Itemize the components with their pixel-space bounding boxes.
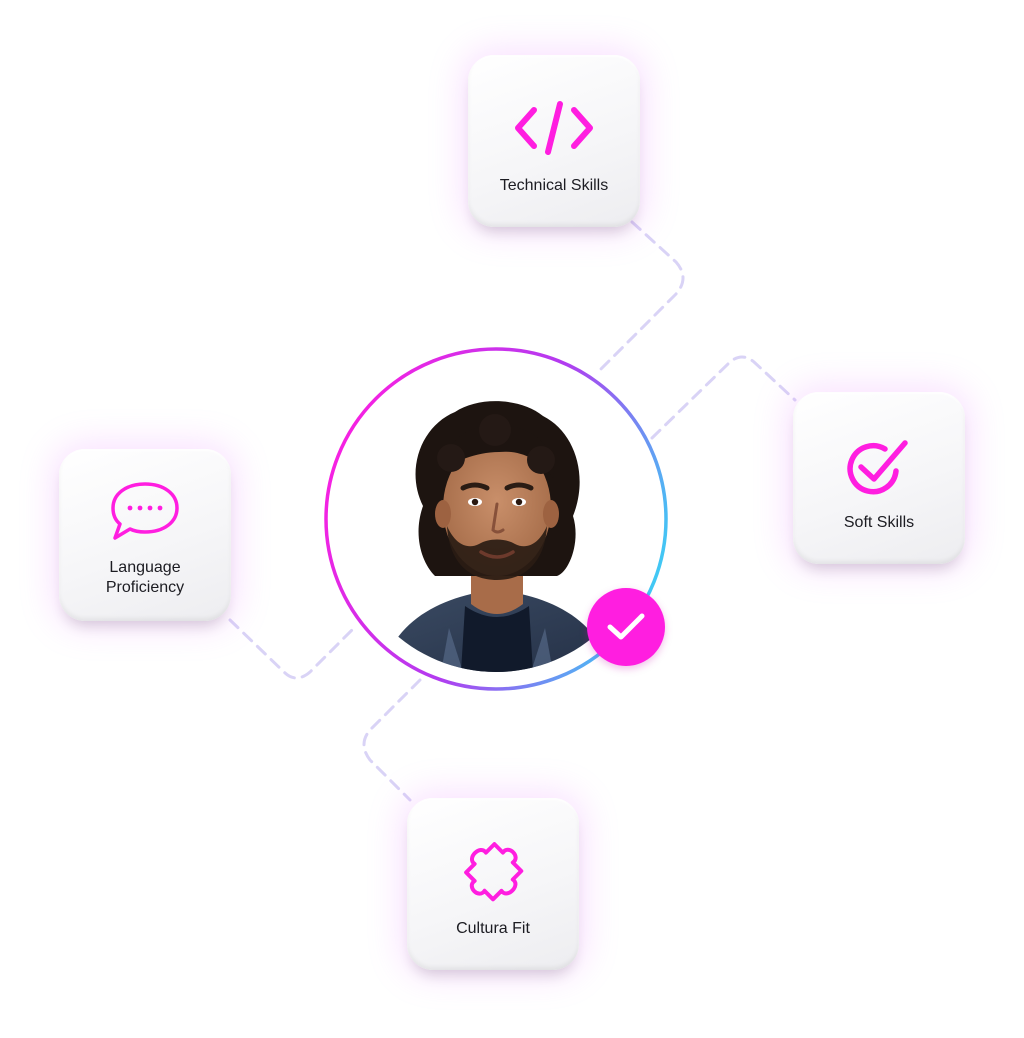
speech-bubble-icon [105, 472, 185, 552]
card-language-proficiency[interactable]: Language Proficiency [59, 449, 231, 621]
candidate-avatar[interactable] [323, 346, 669, 692]
connector-culture [362, 678, 422, 802]
connector-technical [594, 220, 685, 376]
verified-badge [587, 588, 665, 666]
candidate-photo [343, 366, 649, 672]
card-label: Cultura Fit [456, 920, 530, 937]
card-culture-fit[interactable]: Cultura Fit [407, 798, 579, 970]
checkmark-icon [607, 613, 645, 640]
circle-check-icon [837, 423, 921, 507]
card-label: Technical Skills [499, 177, 609, 194]
connector-soft [650, 355, 797, 440]
card-label: Soft Skills [843, 514, 915, 531]
puzzle-piece-icon [451, 829, 535, 913]
connector-language [228, 618, 354, 680]
code-brackets-icon [512, 86, 596, 170]
card-technical-skills[interactable]: Technical Skills [468, 55, 640, 227]
card-soft-skills[interactable]: Soft Skills [793, 392, 965, 564]
card-label: Language Proficiency [105, 559, 185, 596]
